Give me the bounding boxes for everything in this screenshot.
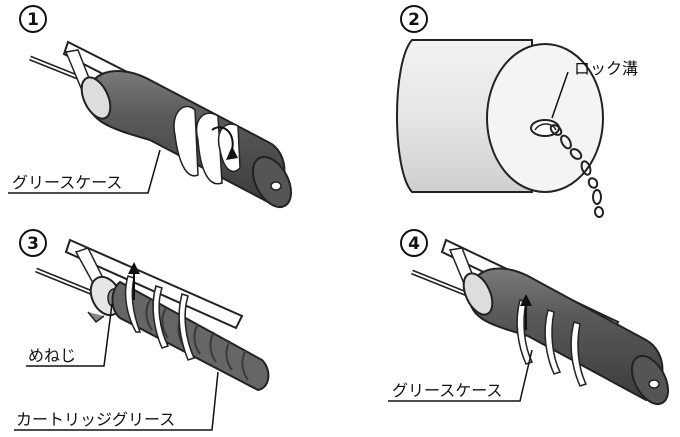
step-3-cartridge-grease-label: カートリッジグリース [16, 410, 175, 429]
step-2-lock-groove-label: ロック溝 [574, 59, 638, 78]
step-4-panel: 4 グリースケース [388, 229, 670, 406]
step-4-badge [400, 229, 428, 257]
step-1-tube-end [252, 156, 292, 208]
step-4-tube-end [630, 354, 670, 406]
step-2-badge [400, 5, 428, 33]
step-4-leader [388, 349, 533, 402]
step-4-grease-case-label: グリースケース [392, 381, 502, 400]
step-2-number: 2 [408, 10, 420, 30]
step-3-insert-arrow [128, 262, 140, 274]
step-4-number: 4 [408, 234, 420, 254]
step-2-panel: 2 ロック溝 [396, 5, 638, 218]
step-3-female-screw-leader [26, 303, 113, 367]
step-3-number: 3 [27, 234, 39, 254]
step-1-grease-case-label: グリースケース [12, 173, 122, 192]
step-1-panel: 1 グリースケース [8, 5, 292, 208]
step-3-female-screw-label: めねじ [28, 346, 76, 365]
step-3-badge [19, 229, 47, 257]
step-2-chain [549, 124, 605, 218]
step-1-badge [19, 5, 47, 33]
step-3-cartridge-grease [111, 280, 270, 392]
step-2-leader [551, 71, 569, 119]
step-3-panel: 3 めねじ カートリッジグリース [14, 229, 270, 431]
step-3-frame-bar [64, 238, 244, 330]
step-1-number: 1 [27, 10, 39, 30]
step-3-cartridge-leader [14, 371, 219, 431]
step-2-cylinder-end [486, 43, 604, 193]
step-4-insert-arrow [520, 294, 532, 306]
step-1-rotate-arrow [211, 126, 234, 151]
step-1-leader [8, 149, 161, 194]
